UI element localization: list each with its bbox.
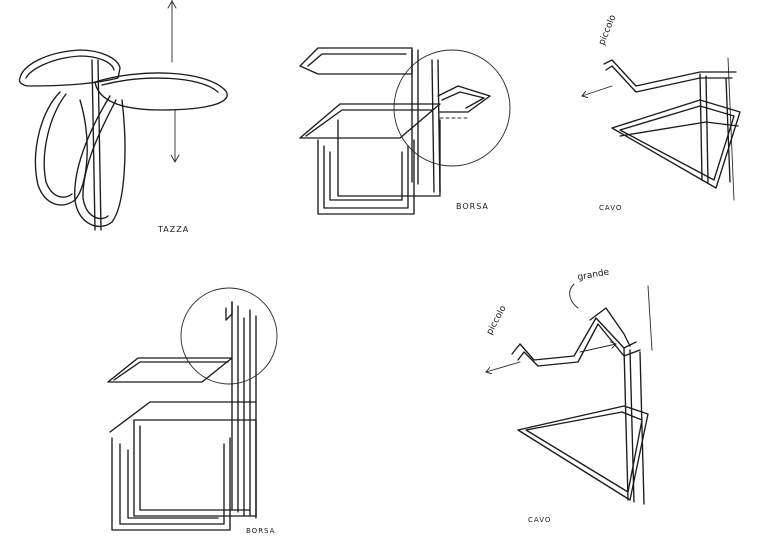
sketch-cavo-bottom: [486, 285, 653, 505]
sketch-cavo-top: [582, 57, 741, 201]
label-cavo-top: CAVO: [599, 204, 622, 212]
label-cavo-bottom: CAVO: [528, 516, 551, 524]
note-piccolo-bottom: piccolo: [485, 304, 509, 337]
label-tazza: TAZZA: [157, 225, 189, 234]
sketch-borsa-bottom: [107, 287, 278, 531]
note-grande: grande: [577, 267, 611, 282]
sketch-borsa-top: [299, 47, 511, 215]
sketch-tazza-top: [18, 0, 228, 231]
label-borsa-top: BORSA: [456, 202, 489, 211]
note-piccolo-top: piccolo: [597, 13, 618, 47]
label-borsa-bottom: BORSA: [246, 527, 275, 535]
